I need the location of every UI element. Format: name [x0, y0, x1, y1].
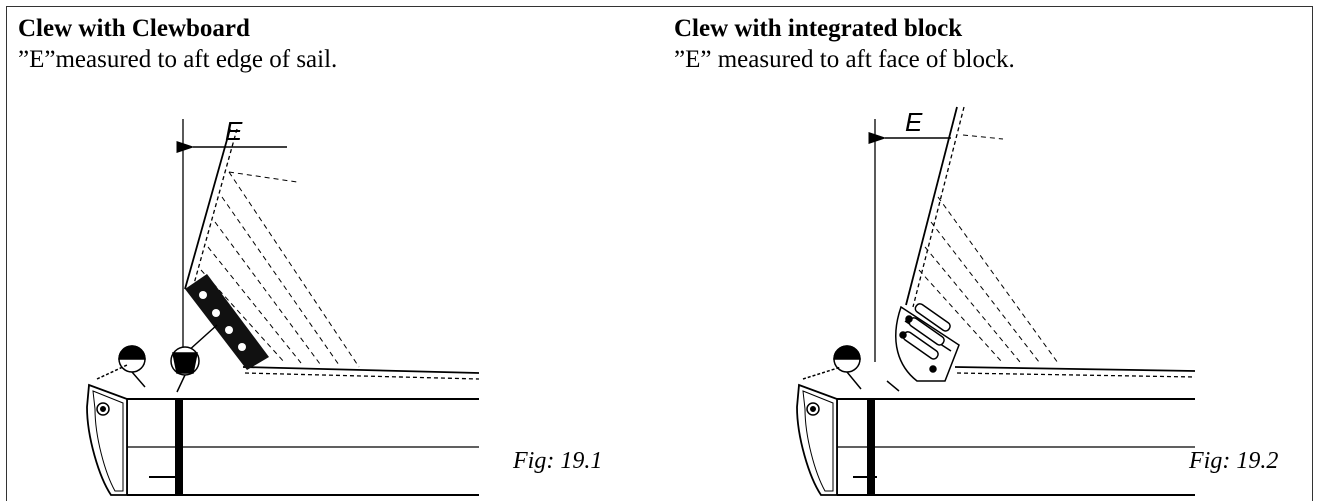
boom [796, 383, 1195, 496]
panel-note: ”E” measured to aft face of block. [674, 46, 1015, 73]
boom [86, 383, 479, 496]
figure-label: Fig: 19.2 [1189, 448, 1279, 474]
outhaul-blocks [802, 345, 900, 392]
dimension-e: E [176, 116, 287, 362]
panel-title: Clew with Clewboard [18, 15, 250, 42]
panel-note: ”E”measured to aft edge of sail. [18, 46, 338, 73]
dimension-e: E [868, 107, 951, 362]
clewboard [185, 274, 269, 370]
dimension-letter: E [225, 116, 243, 146]
integrated-block-diagram: E [796, 106, 1196, 496]
figure-panel-clewboard: E [6, 6, 664, 501]
integrated-block [895, 303, 960, 382]
figure-label: Fig: 19.1 [513, 448, 603, 474]
panel-title: Clew with integrated block [674, 15, 963, 42]
outhaul-blocks [96, 324, 218, 393]
figure-panel-integrated-block: E [663, 6, 1313, 501]
sail [905, 106, 1196, 378]
dimension-letter: E [905, 107, 923, 137]
clewboard-diagram: E [86, 116, 480, 496]
